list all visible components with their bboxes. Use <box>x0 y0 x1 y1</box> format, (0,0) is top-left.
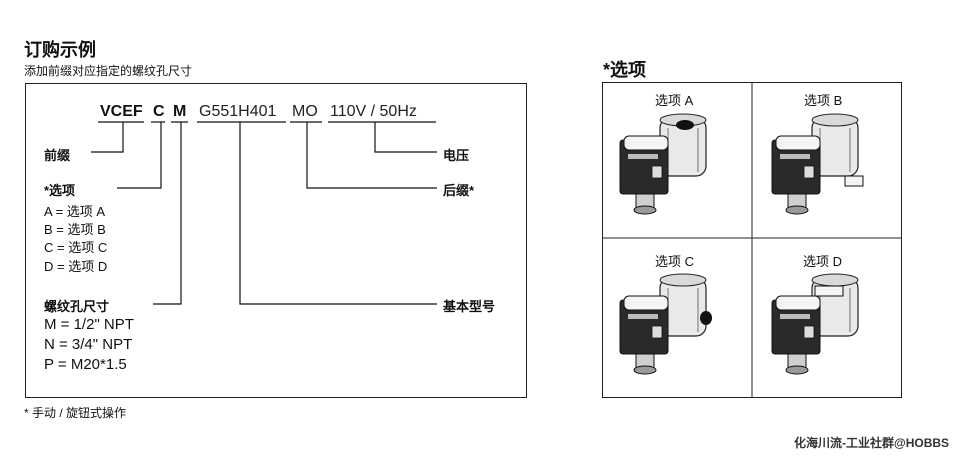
label-suffix: 后缀* <box>443 183 475 198</box>
option-cell-label-d: 选项 D <box>803 254 843 269</box>
label-base: 基本型号 <box>443 299 496 314</box>
option-cell-label-a: 选项 A <box>655 93 694 108</box>
code-base: G551H401 <box>199 103 277 120</box>
option-item-c: C = 选项 C <box>44 240 108 255</box>
code-option: C <box>153 103 165 120</box>
options-title: *选项 <box>603 60 647 80</box>
option-item-d: D = 选项 D <box>44 259 108 274</box>
thread-item-n: N = 3/4" NPT <box>44 336 133 353</box>
code-voltage: 110V / 50Hz <box>330 103 417 120</box>
code-prefix: VCEF <box>100 103 143 120</box>
option-item-b: B = 选项 B <box>44 222 106 237</box>
label-voltage: 电压 <box>443 148 470 163</box>
label-prefix: 前缀 <box>44 148 71 163</box>
thread-item-p: P = M20*1.5 <box>44 356 127 373</box>
option-cell-label-c: 选项 C <box>655 254 695 269</box>
label-thread: 螺纹孔尺寸 <box>44 299 110 314</box>
footnote: * 手动 / 旋钮式操作 <box>24 406 127 420</box>
page-subtitle: 添加前缀对应指定的螺纹孔尺寸 <box>24 64 193 78</box>
option-item-a: A = 选项 A <box>44 204 106 219</box>
thread-item-m: M = 1/2" NPT <box>44 316 134 333</box>
ordering-example-box <box>25 83 527 398</box>
page-title: 订购示例 <box>24 40 96 60</box>
code-suffix: MO <box>292 103 318 120</box>
watermark: 化海川流-工业社群@HOBBS <box>794 436 950 450</box>
code-thread: M <box>173 103 187 120</box>
label-option: *选项 <box>44 183 76 198</box>
option-cell-label-b: 选项 B <box>804 93 843 108</box>
